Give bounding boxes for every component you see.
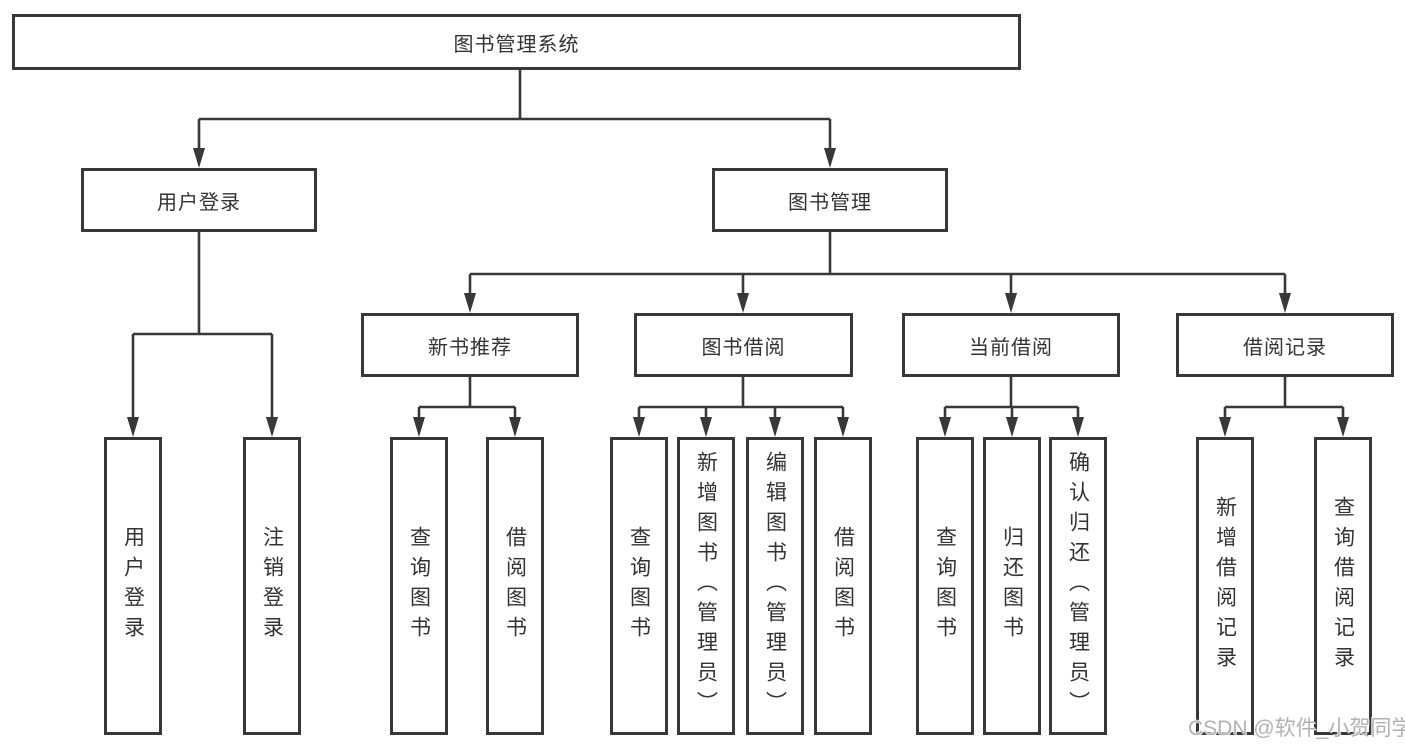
leaf-logout: 注销登录 xyxy=(243,437,301,735)
node-label: 当前借阅 xyxy=(969,336,1053,359)
node-library-management-system: 图书管理系统 xyxy=(12,14,1021,70)
node-label: 用户登录 xyxy=(157,191,241,214)
leaf-add-book-admin: 新增图书（管理员） xyxy=(677,437,735,735)
node-label: 查询图书 xyxy=(933,526,957,646)
leaf-query-books-current: 查询图书 xyxy=(916,437,974,735)
node-label: 图书借阅 xyxy=(701,336,786,359)
leaf-edit-book-admin: 编辑图书（管理员） xyxy=(746,437,804,735)
node-label: 新增借阅记录 xyxy=(1213,496,1237,676)
node-label: 用户登录 xyxy=(121,526,145,646)
node-borrow-records: 借阅记录 xyxy=(1176,313,1394,377)
leaf-user-login: 用户登录 xyxy=(104,437,162,735)
node-label: 编辑图书（管理员） xyxy=(763,451,787,721)
leaf-borrow-books-recommend: 借阅图书 xyxy=(486,437,544,735)
leaf-confirm-return-admin: 确认归还（管理员） xyxy=(1049,437,1107,735)
node-label: 查询借阅记录 xyxy=(1331,496,1355,676)
node-label: 借阅图书 xyxy=(503,526,527,646)
leaf-query-borrow-record: 查询借阅记录 xyxy=(1314,437,1372,735)
node-label: 新书推荐 xyxy=(428,336,512,359)
node-label: 注销登录 xyxy=(260,526,284,646)
node-current-borrow: 当前借阅 xyxy=(902,313,1120,377)
node-label: 新增图书（管理员） xyxy=(694,451,718,721)
connector-arrowheads xyxy=(127,148,1349,437)
leaf-return-book: 归还图书 xyxy=(983,437,1041,735)
node-book-management: 图书管理 xyxy=(712,168,948,232)
leaf-borrow-books: 借阅图书 xyxy=(814,437,872,735)
node-label: 图书管理 xyxy=(788,191,872,214)
node-label: 归还图书 xyxy=(1000,526,1024,646)
node-label: 查询图书 xyxy=(407,526,431,646)
node-label: 借阅记录 xyxy=(1243,336,1327,359)
node-book-borrow: 图书借阅 xyxy=(634,313,853,377)
watermark-text: CSDN @软件_小贺同学 xyxy=(1188,717,1405,740)
node-user-login: 用户登录 xyxy=(81,168,317,232)
node-label: 查询图书 xyxy=(627,526,651,646)
leaf-query-books-recommend: 查询图书 xyxy=(390,437,448,735)
node-new-book-recommend: 新书推荐 xyxy=(361,313,579,377)
node-label: 确认归还（管理员） xyxy=(1066,451,1090,721)
leaf-query-books-borrow: 查询图书 xyxy=(610,437,668,735)
node-label: 图书管理系统 xyxy=(453,33,580,56)
leaf-add-borrow-record: 新增借阅记录 xyxy=(1196,437,1254,735)
node-label: 借阅图书 xyxy=(831,526,855,646)
